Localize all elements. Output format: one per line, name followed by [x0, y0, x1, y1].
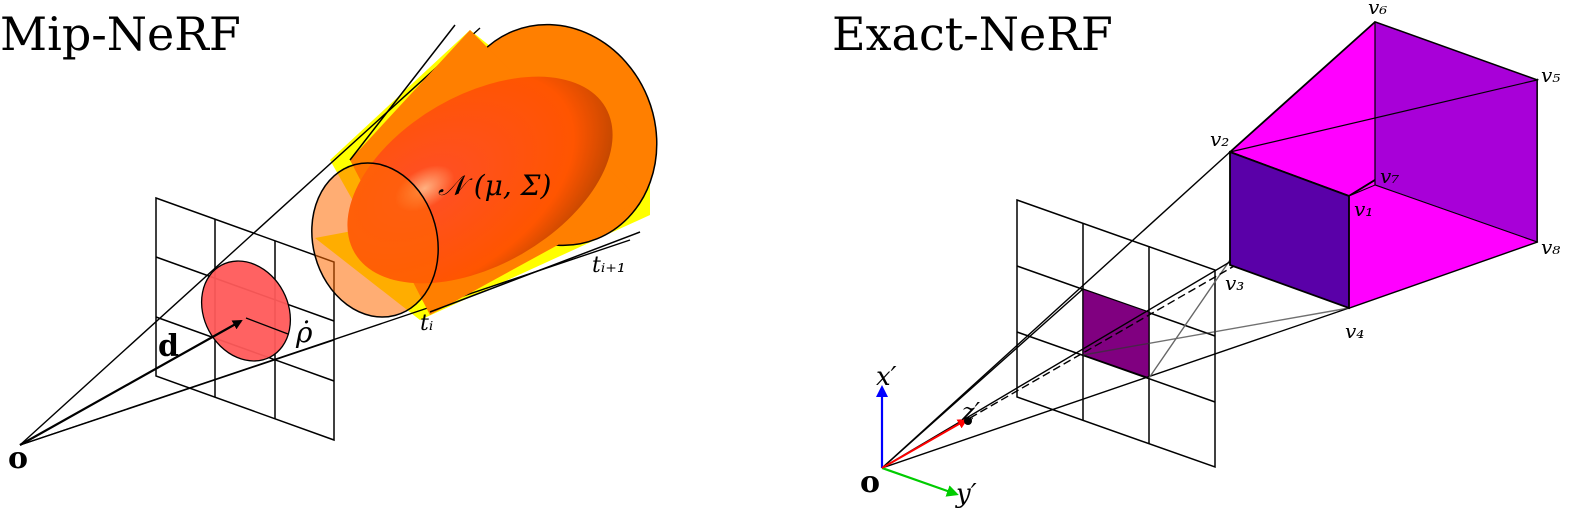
z-prime-axis [881, 419, 968, 469]
radius-line [245, 317, 289, 335]
t-i1-label: tᵢ₊₁ [592, 253, 626, 278]
v6-label: v₆ [1368, 0, 1387, 19]
x-prime-label: x′ [876, 362, 897, 392]
frustum-near-cap [311, 162, 439, 318]
y-prime-axis [881, 466, 959, 497]
gaussian-label: 𝒩 (μ, Σ) [438, 169, 551, 202]
direction-label: d [158, 329, 179, 364]
origin-label-right: o [860, 465, 880, 500]
v1-label: v₁ [1354, 197, 1373, 221]
v2-label: v₂ [1210, 127, 1229, 151]
v4-label: v₄ [1345, 319, 1364, 343]
t-i-label: tᵢ [420, 311, 433, 336]
box-front-face [1229, 150, 1350, 310]
mip-nerf-title: Mip-NeRF [0, 7, 241, 61]
mip-nerf-panel: Mip-NeRF 𝒩 [0, 7, 658, 476]
radius-label: ρ̇ [295, 316, 313, 349]
v3-label: v₃ [1225, 271, 1244, 295]
v7-label: v₇ [1380, 164, 1399, 188]
v5-label: v₅ [1541, 63, 1560, 87]
origin-label-left: o [8, 441, 28, 476]
y-prime-label: y′ [955, 479, 977, 509]
z-prime-label: z′ [961, 398, 981, 426]
exact-nerf-panel: Exact-NeRF v₁ v₂ v₃ [832, 0, 1560, 509]
v8-label: v₈ [1541, 235, 1560, 259]
direction-arrow [19, 320, 243, 446]
exact-nerf-title: Exact-NeRF [832, 7, 1113, 61]
pyramid-rays [881, 79, 1538, 469]
ray-point [964, 417, 972, 425]
pixel-footprint [200, 260, 292, 362]
